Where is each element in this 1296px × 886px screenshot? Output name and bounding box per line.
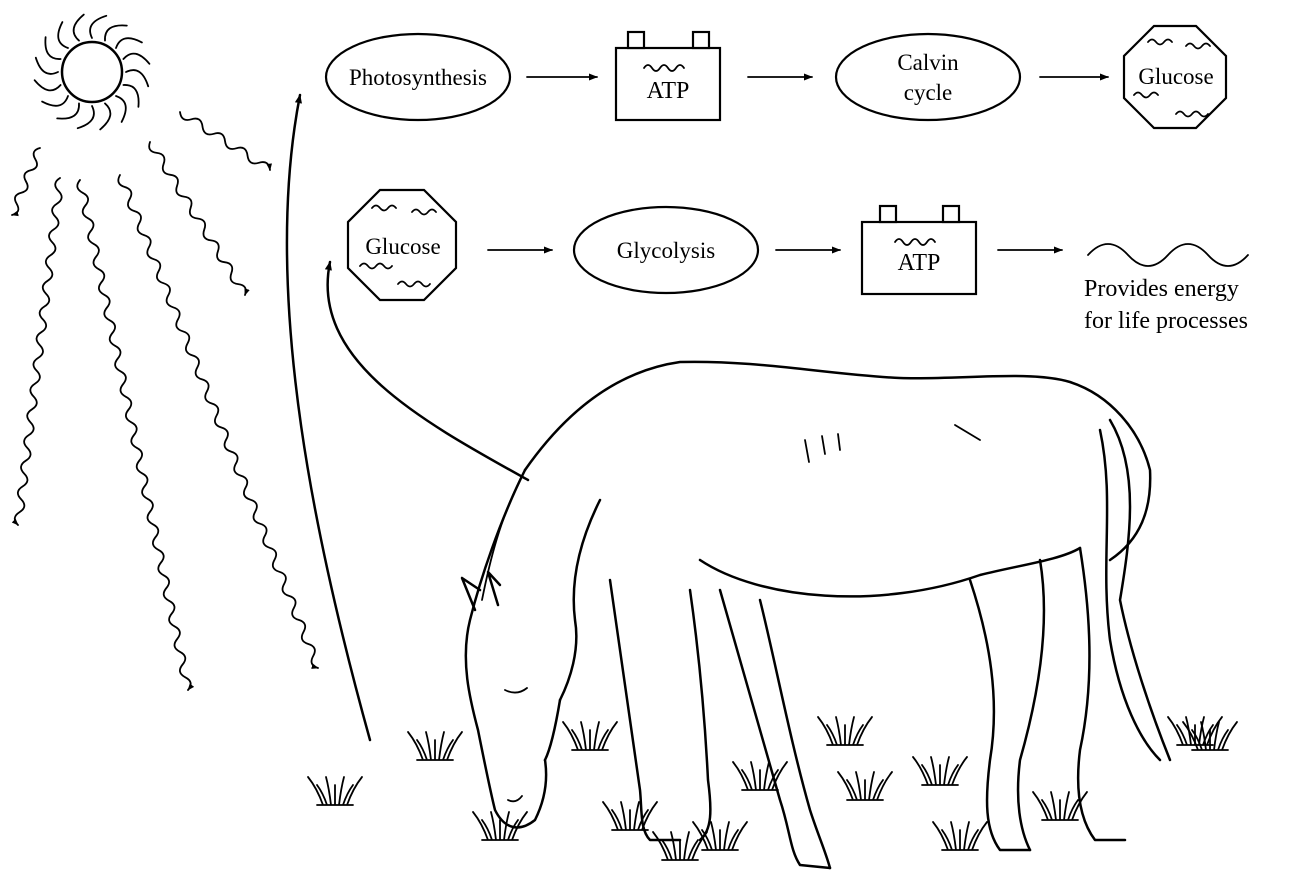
sun-ray xyxy=(115,37,143,49)
sun-ray xyxy=(33,79,62,92)
calvin-label-line1: Calvin xyxy=(897,50,959,75)
result-label-line1: Provides energy xyxy=(1084,276,1239,302)
sun-ray xyxy=(99,102,112,131)
sun-ray xyxy=(76,105,95,130)
battery-icon: ATP xyxy=(860,204,978,296)
glucose-octagon-icon: Glucose xyxy=(346,188,458,302)
grass-tuft xyxy=(472,811,528,841)
sun-ray xyxy=(72,13,85,42)
calvin-label-line2: cycle xyxy=(904,80,953,105)
calvin-cycle-node: Calvin cycle xyxy=(834,32,1022,122)
grass-tuft xyxy=(1182,721,1238,751)
grass-tuft xyxy=(817,716,873,746)
wavy-light-ray xyxy=(76,179,195,691)
glucose-label-bottom: Glucose xyxy=(365,234,440,259)
sun-ray xyxy=(41,95,69,107)
sun-ray xyxy=(104,24,128,42)
grass-tuft xyxy=(1032,791,1088,821)
sun-ray xyxy=(56,102,80,120)
grass-tuft xyxy=(732,761,788,791)
energy-wave-icon xyxy=(1087,243,1249,267)
glycolysis-label: Glycolysis xyxy=(617,238,715,263)
sun-icon xyxy=(33,13,151,131)
sun-ray xyxy=(122,84,140,108)
sun-ray xyxy=(122,52,151,65)
wavy-light-ray xyxy=(148,141,250,296)
battery-icon: ATP xyxy=(614,30,722,122)
light-rays xyxy=(11,111,319,691)
grass-tuft xyxy=(407,731,463,761)
atp-label-bottom: ATP xyxy=(898,250,941,276)
sun-ray xyxy=(89,14,108,39)
grass-tuft xyxy=(912,756,968,786)
grass-icon xyxy=(307,716,1238,861)
grass-tuft xyxy=(602,801,658,831)
result-label-line2: for life processes xyxy=(1084,308,1248,334)
wavy-light-ray xyxy=(11,177,63,526)
arrow-horse-to-glucose xyxy=(324,260,530,482)
sun-ray xyxy=(44,36,62,60)
glycolysis-node: Glycolysis xyxy=(572,205,760,295)
grass-tuft xyxy=(652,831,708,861)
grass-tuft xyxy=(837,771,893,801)
wavy-light-ray xyxy=(179,111,272,171)
wavy-light-ray xyxy=(117,174,319,669)
photosynthesis-label: Photosynthesis xyxy=(349,65,487,90)
sun-ray xyxy=(34,56,59,75)
grass-tuft xyxy=(307,776,363,806)
grass-tuft xyxy=(932,821,988,851)
glucose-octagon-icon: Glucose xyxy=(1122,24,1228,130)
sun-ray xyxy=(57,21,69,49)
grass-tuft xyxy=(562,721,618,751)
wavy-light-ray xyxy=(11,147,41,217)
horse-illustration xyxy=(460,360,1172,870)
arrow-grass-to-photosynthesis xyxy=(285,93,372,742)
grass-tuft xyxy=(692,821,748,851)
atp-label-top: ATP xyxy=(647,78,690,104)
photosynthesis-node: Photosynthesis xyxy=(324,32,512,122)
sun-ray xyxy=(115,95,127,123)
glucose-label-top: Glucose xyxy=(1138,64,1213,89)
sun-ray xyxy=(125,69,150,88)
